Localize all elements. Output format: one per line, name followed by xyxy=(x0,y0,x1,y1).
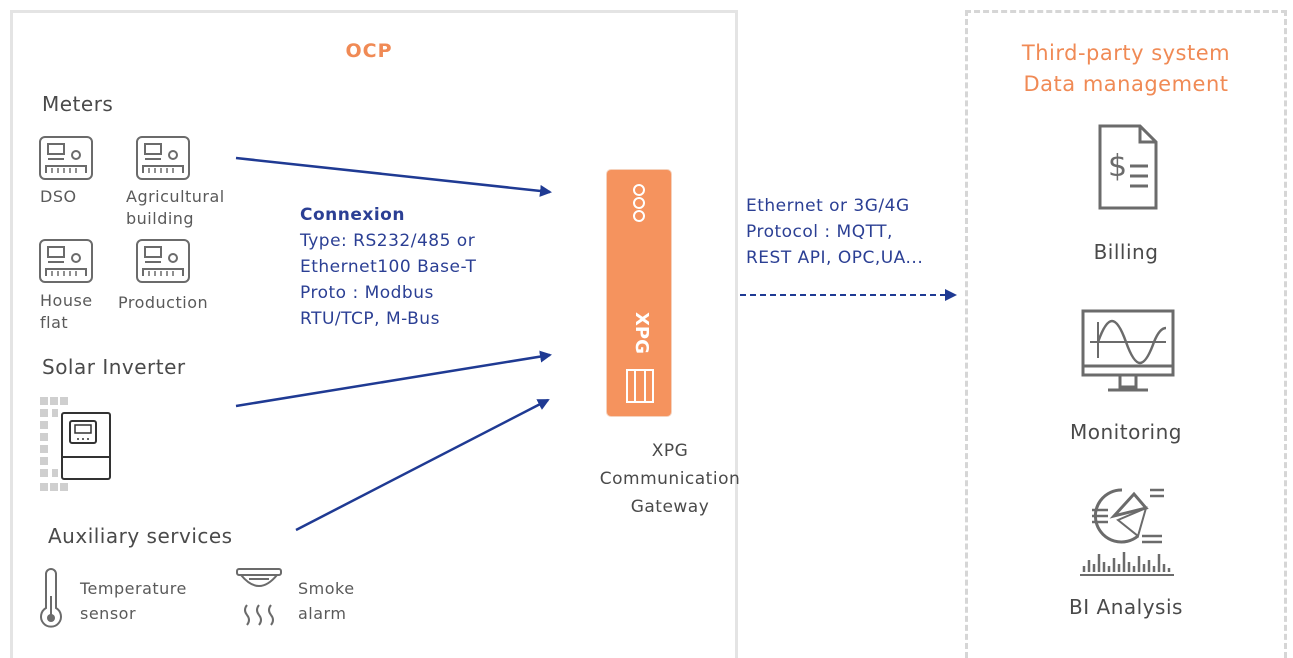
gateway-label-line: XPG xyxy=(651,441,689,461)
service-label-billing: Billing xyxy=(1093,240,1159,264)
connexion-title: Connexion xyxy=(300,205,405,225)
gateway-label-line: Gateway xyxy=(630,497,710,517)
ocp-title: OCP xyxy=(345,40,393,62)
invoice-dollar-icon: $ xyxy=(1098,124,1158,210)
gateway-label-line: Communication xyxy=(599,469,741,489)
connexion-line: Ethernet100 Base-T xyxy=(300,257,477,277)
solar-heading: Solar Inverter xyxy=(42,355,186,379)
meter-icon-production xyxy=(136,239,190,283)
meter-label-agricultural: Agricultural building xyxy=(126,187,225,228)
thermometer-icon xyxy=(40,568,62,628)
smoke-alarm-icon xyxy=(236,568,282,626)
uplink-line: REST API, OPC,UA... xyxy=(746,248,924,268)
service-label-monitoring: Monitoring xyxy=(1070,420,1182,444)
gateway-logo: XPG xyxy=(631,312,652,354)
third-party-zone xyxy=(965,10,1287,658)
connexion-line: RTU/TCP, M-Bus xyxy=(300,309,440,329)
gateway-ports-icon xyxy=(633,184,645,222)
meter-icon-house xyxy=(39,239,93,283)
svg-text:$: $ xyxy=(1108,149,1127,184)
smoke-label-2: alarm xyxy=(298,604,347,623)
service-label-bi-analysis: BI Analysis xyxy=(1069,595,1183,619)
third-party-title-line: Data management xyxy=(1023,72,1229,96)
meters-heading: Meters xyxy=(42,92,114,116)
gateway-label: XPG Communication Gateway xyxy=(590,437,750,521)
meter-icon-agricultural xyxy=(136,136,190,180)
connexion-line: Type: RS232/485 or xyxy=(300,231,476,251)
uplink-line: Ethernet or 3G/4G xyxy=(746,196,910,216)
uplink-line: Protocol : MQTT, xyxy=(746,222,893,242)
temperature-label-1: Temperature xyxy=(80,579,187,598)
meter-label-house: House flat xyxy=(40,291,93,332)
uplink-block: Ethernet or 3G/4G Protocol : MQTT, REST … xyxy=(746,193,923,271)
bi-analysis-icon xyxy=(1080,488,1174,576)
meter-label-dso: DSO xyxy=(40,187,77,206)
meter-label-production: Production xyxy=(118,293,209,312)
connexion-line: Proto : Modbus xyxy=(300,283,434,303)
solar-inverter-icon xyxy=(40,397,111,491)
temperature-label-2: sensor xyxy=(80,604,137,623)
third-party-title-line: Third-party system xyxy=(1021,41,1231,65)
ocp-zone xyxy=(10,10,738,658)
meter-icon-dso xyxy=(39,136,93,180)
monitor-wave-icon xyxy=(1081,309,1175,392)
third-party-title: Third-party system Data management xyxy=(965,38,1287,100)
connexion-block: Connexion Type: RS232/485 or Ethernet100… xyxy=(300,202,476,332)
smoke-label-1: Smoke xyxy=(298,579,355,598)
gateway-vent-icon xyxy=(626,369,654,403)
auxiliary-heading: Auxiliary services xyxy=(48,524,233,548)
